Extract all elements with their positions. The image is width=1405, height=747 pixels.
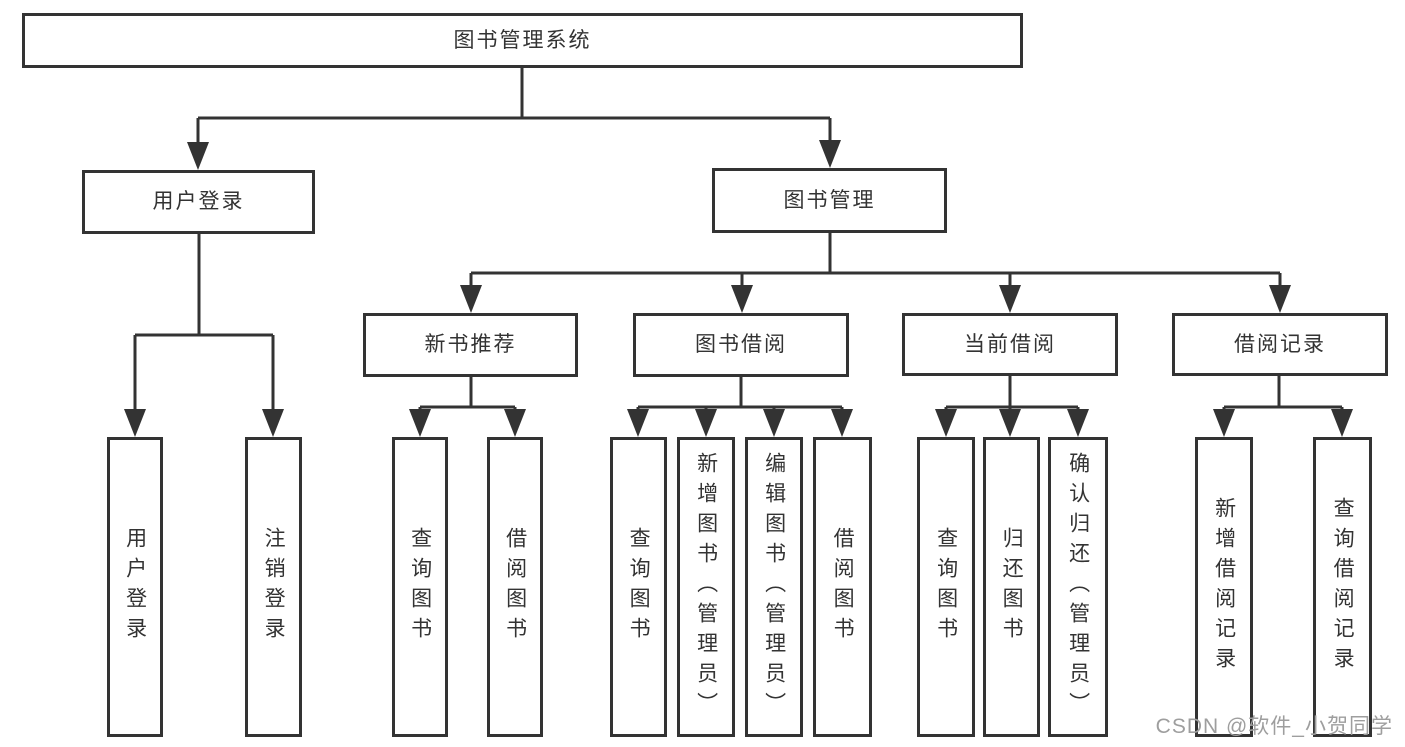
connector-borrow-records-to-leaves	[1213, 376, 1353, 437]
leaf-return-books: 归还图书	[983, 437, 1040, 737]
leaf-query-books-borrow: 查询图书	[610, 437, 667, 737]
node-root-system: 图书管理系统	[22, 13, 1023, 68]
leaf-borrow-books: 借阅图书	[813, 437, 872, 737]
watermark: CSDN @软件_小贺同学	[1155, 715, 1393, 738]
node-current-borrow: 当前借阅	[902, 313, 1118, 376]
connector-current-borrow-to-leaves	[935, 376, 1089, 437]
connector-book-borrow-to-leaves	[627, 377, 853, 437]
connector-new-book-recommend-to-leaves	[409, 377, 526, 437]
connector-user-login-to-leaves	[124, 234, 284, 437]
node-user-login-branch: 用户登录	[82, 170, 315, 234]
node-new-book-recommend: 新书推荐	[363, 313, 578, 377]
connector-book-management-to-level3	[460, 233, 1291, 313]
leaf-logout: 注销登录	[245, 437, 302, 737]
leaf-query-borrow-record: 查询借阅记录	[1313, 437, 1372, 737]
leaf-borrow-books-recommend: 借阅图书	[487, 437, 543, 737]
leaf-add-borrow-record: 新增借阅记录	[1195, 437, 1253, 737]
leaf-query-books-current: 查询图书	[917, 437, 975, 737]
leaf-user-login: 用户登录	[107, 437, 163, 737]
leaf-confirm-return-admin: 确认归还（管理员）	[1048, 437, 1108, 737]
node-borrow-records: 借阅记录	[1172, 313, 1388, 376]
leaf-query-books-recommend: 查询图书	[392, 437, 448, 737]
leaf-add-books-admin: 新增图书（管理员）	[677, 437, 735, 737]
node-book-management: 图书管理	[712, 168, 947, 233]
leaf-edit-books-admin: 编辑图书（管理员）	[745, 437, 803, 737]
connector-root-to-level1	[187, 68, 841, 170]
node-book-borrow: 图书借阅	[633, 313, 849, 377]
